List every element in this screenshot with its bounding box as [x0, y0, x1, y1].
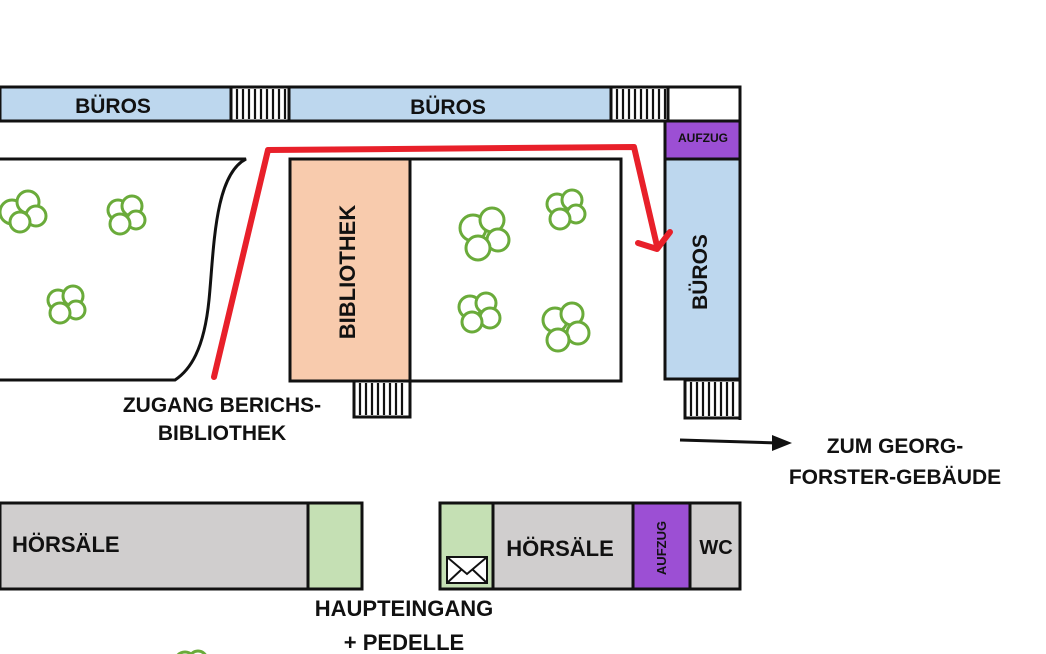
to-building-caption-line1: ZUM GEORG- [827, 435, 964, 458]
shrub-icon [458, 206, 511, 262]
elevator-top-label: AUFZUG [678, 131, 728, 145]
top-wing: BÜROS BÜROS AUFZUG BÜROS [0, 85, 742, 420]
main-entrance-caption-line1: HAUPTEINGANG [315, 596, 493, 621]
lecture-halls-left[interactable] [0, 501, 310, 591]
stairs-icon [609, 85, 670, 123]
library-access-caption-line2: BIBLIOTHEK [158, 422, 286, 445]
shrub-icon [457, 291, 502, 334]
main-entrance-left[interactable] [306, 501, 364, 591]
offices-right[interactable] [663, 157, 742, 381]
route-to-library [211, 144, 673, 380]
stairs-icon [683, 378, 742, 420]
bottom-wing: HÖRSÄLE HÖRSÄLE AUFZUG WC [0, 501, 742, 591]
shrub-icon [0, 189, 48, 234]
offices-top-center-label: BÜROS [410, 96, 486, 119]
lecture-halls-right-label: HÖRSÄLE [506, 536, 614, 561]
offices-right-label: BÜROS [689, 234, 712, 310]
shrub-icon [541, 301, 591, 353]
wc[interactable] [688, 501, 742, 591]
library-access-caption-line1: ZUGANG BERICHS- [123, 394, 321, 417]
elevator-top[interactable] [663, 119, 742, 161]
shrub-icon [46, 284, 87, 325]
arrow-right-icon [679, 435, 792, 451]
main-entrance-caption-line2: + PEDELLE [344, 630, 464, 654]
wc-label: WC [699, 537, 732, 559]
shrub-icon [106, 194, 147, 236]
offices-top-left-label: BÜROS [75, 95, 151, 118]
stairs-icon [229, 85, 291, 123]
shrub-icon [545, 188, 587, 231]
to-building-caption-line2: FORSTER-GEBÄUDE [789, 466, 1001, 489]
courtyard-left [0, 157, 247, 382]
envelope-icon [446, 556, 488, 584]
stairs-icon [352, 379, 412, 419]
library-label: BIBLIOTHEK [335, 205, 360, 340]
courtyard-right [408, 157, 623, 383]
lecture-halls-left-label: HÖRSÄLE [12, 532, 120, 557]
elevator-bottom-label: AUFZUG [654, 521, 669, 575]
library[interactable] [288, 157, 412, 383]
